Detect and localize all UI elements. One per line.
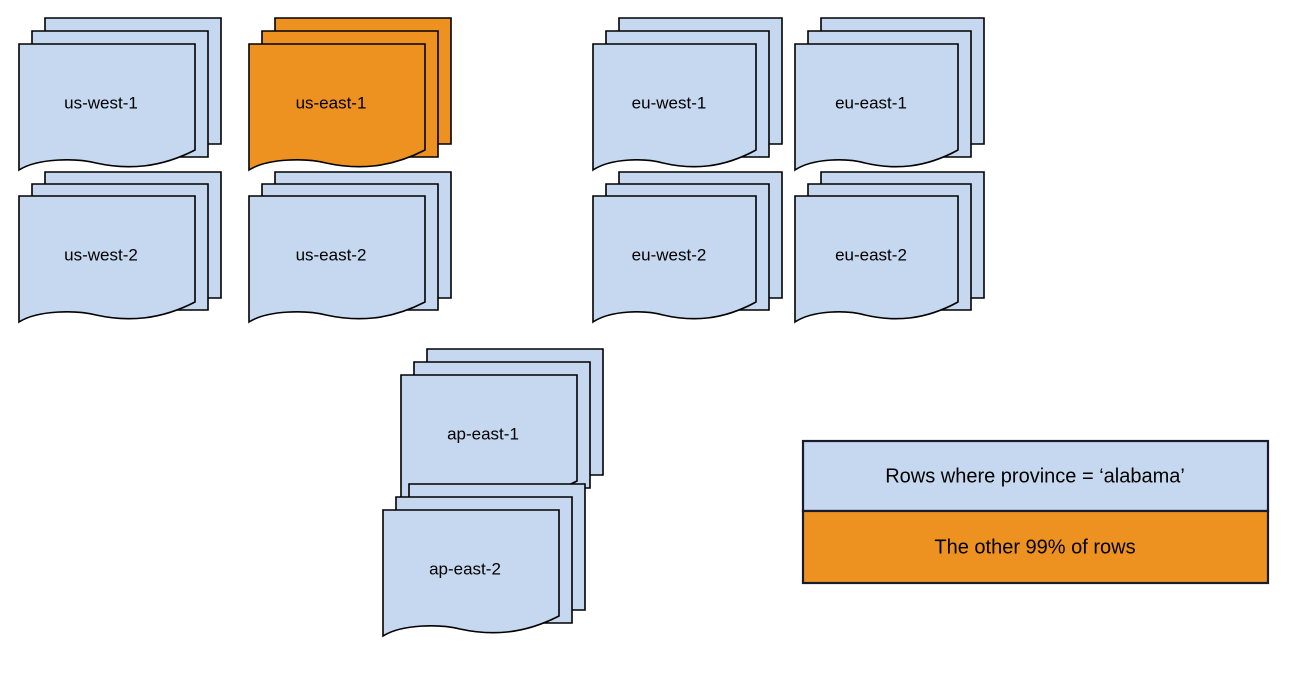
doc-stack-label: eu-east-2 [835, 245, 907, 264]
doc-layer-front [18, 195, 196, 324]
doc-stack-ap-east-1[interactable]: ap-east-1 [400, 348, 604, 503]
doc-stack-label: us-west-2 [64, 245, 138, 264]
doc-stack-eu-east-2[interactable]: eu-east-2 [794, 171, 985, 324]
doc-stack-label: us-east-1 [296, 93, 367, 112]
doc-stack-us-west-2[interactable]: us-west-2 [18, 171, 222, 324]
doc-stack-label: eu-west-2 [632, 245, 707, 264]
doc-stack-us-west-1[interactable]: us-west-1 [18, 17, 222, 172]
doc-stack-ap-east-2[interactable]: ap-east-2 [382, 483, 586, 638]
doc-stack-label: eu-east-1 [835, 93, 907, 112]
doc-stack-label: us-east-2 [296, 245, 367, 264]
doc-layer-front [592, 43, 757, 172]
doc-layer-front [18, 43, 196, 172]
legend-row-orange-label: The other 99% of rows [934, 536, 1135, 558]
doc-stack-eu-west-2[interactable]: eu-west-2 [592, 171, 783, 324]
doc-stack-eu-west-1[interactable]: eu-west-1 [592, 17, 783, 172]
legend-row-orange-swatch [801, 509, 1270, 585]
doc-layer-front [248, 43, 426, 172]
doc-stack-eu-east-1[interactable]: eu-east-1 [794, 17, 985, 172]
doc-layer-front [382, 509, 560, 638]
doc-stack-label: eu-west-1 [632, 93, 707, 112]
doc-layer-front [794, 195, 959, 324]
doc-stack-us-east-2[interactable]: us-east-2 [248, 171, 452, 324]
doc-layer-front [248, 195, 426, 324]
doc-stack-us-east-1[interactable]: us-east-1 [248, 17, 452, 172]
legend: Rows where province = ‘alabama’ The othe… [801, 439, 1270, 585]
doc-stack-label: ap-east-2 [429, 559, 501, 578]
doc-layer-front [592, 195, 757, 324]
doc-layer-front [794, 43, 959, 172]
legend-row-blue-label: Rows where province = ‘alabama’ [885, 465, 1185, 487]
doc-stack-label: us-west-1 [64, 93, 138, 112]
doc-stack-label: ap-east-1 [447, 424, 519, 443]
